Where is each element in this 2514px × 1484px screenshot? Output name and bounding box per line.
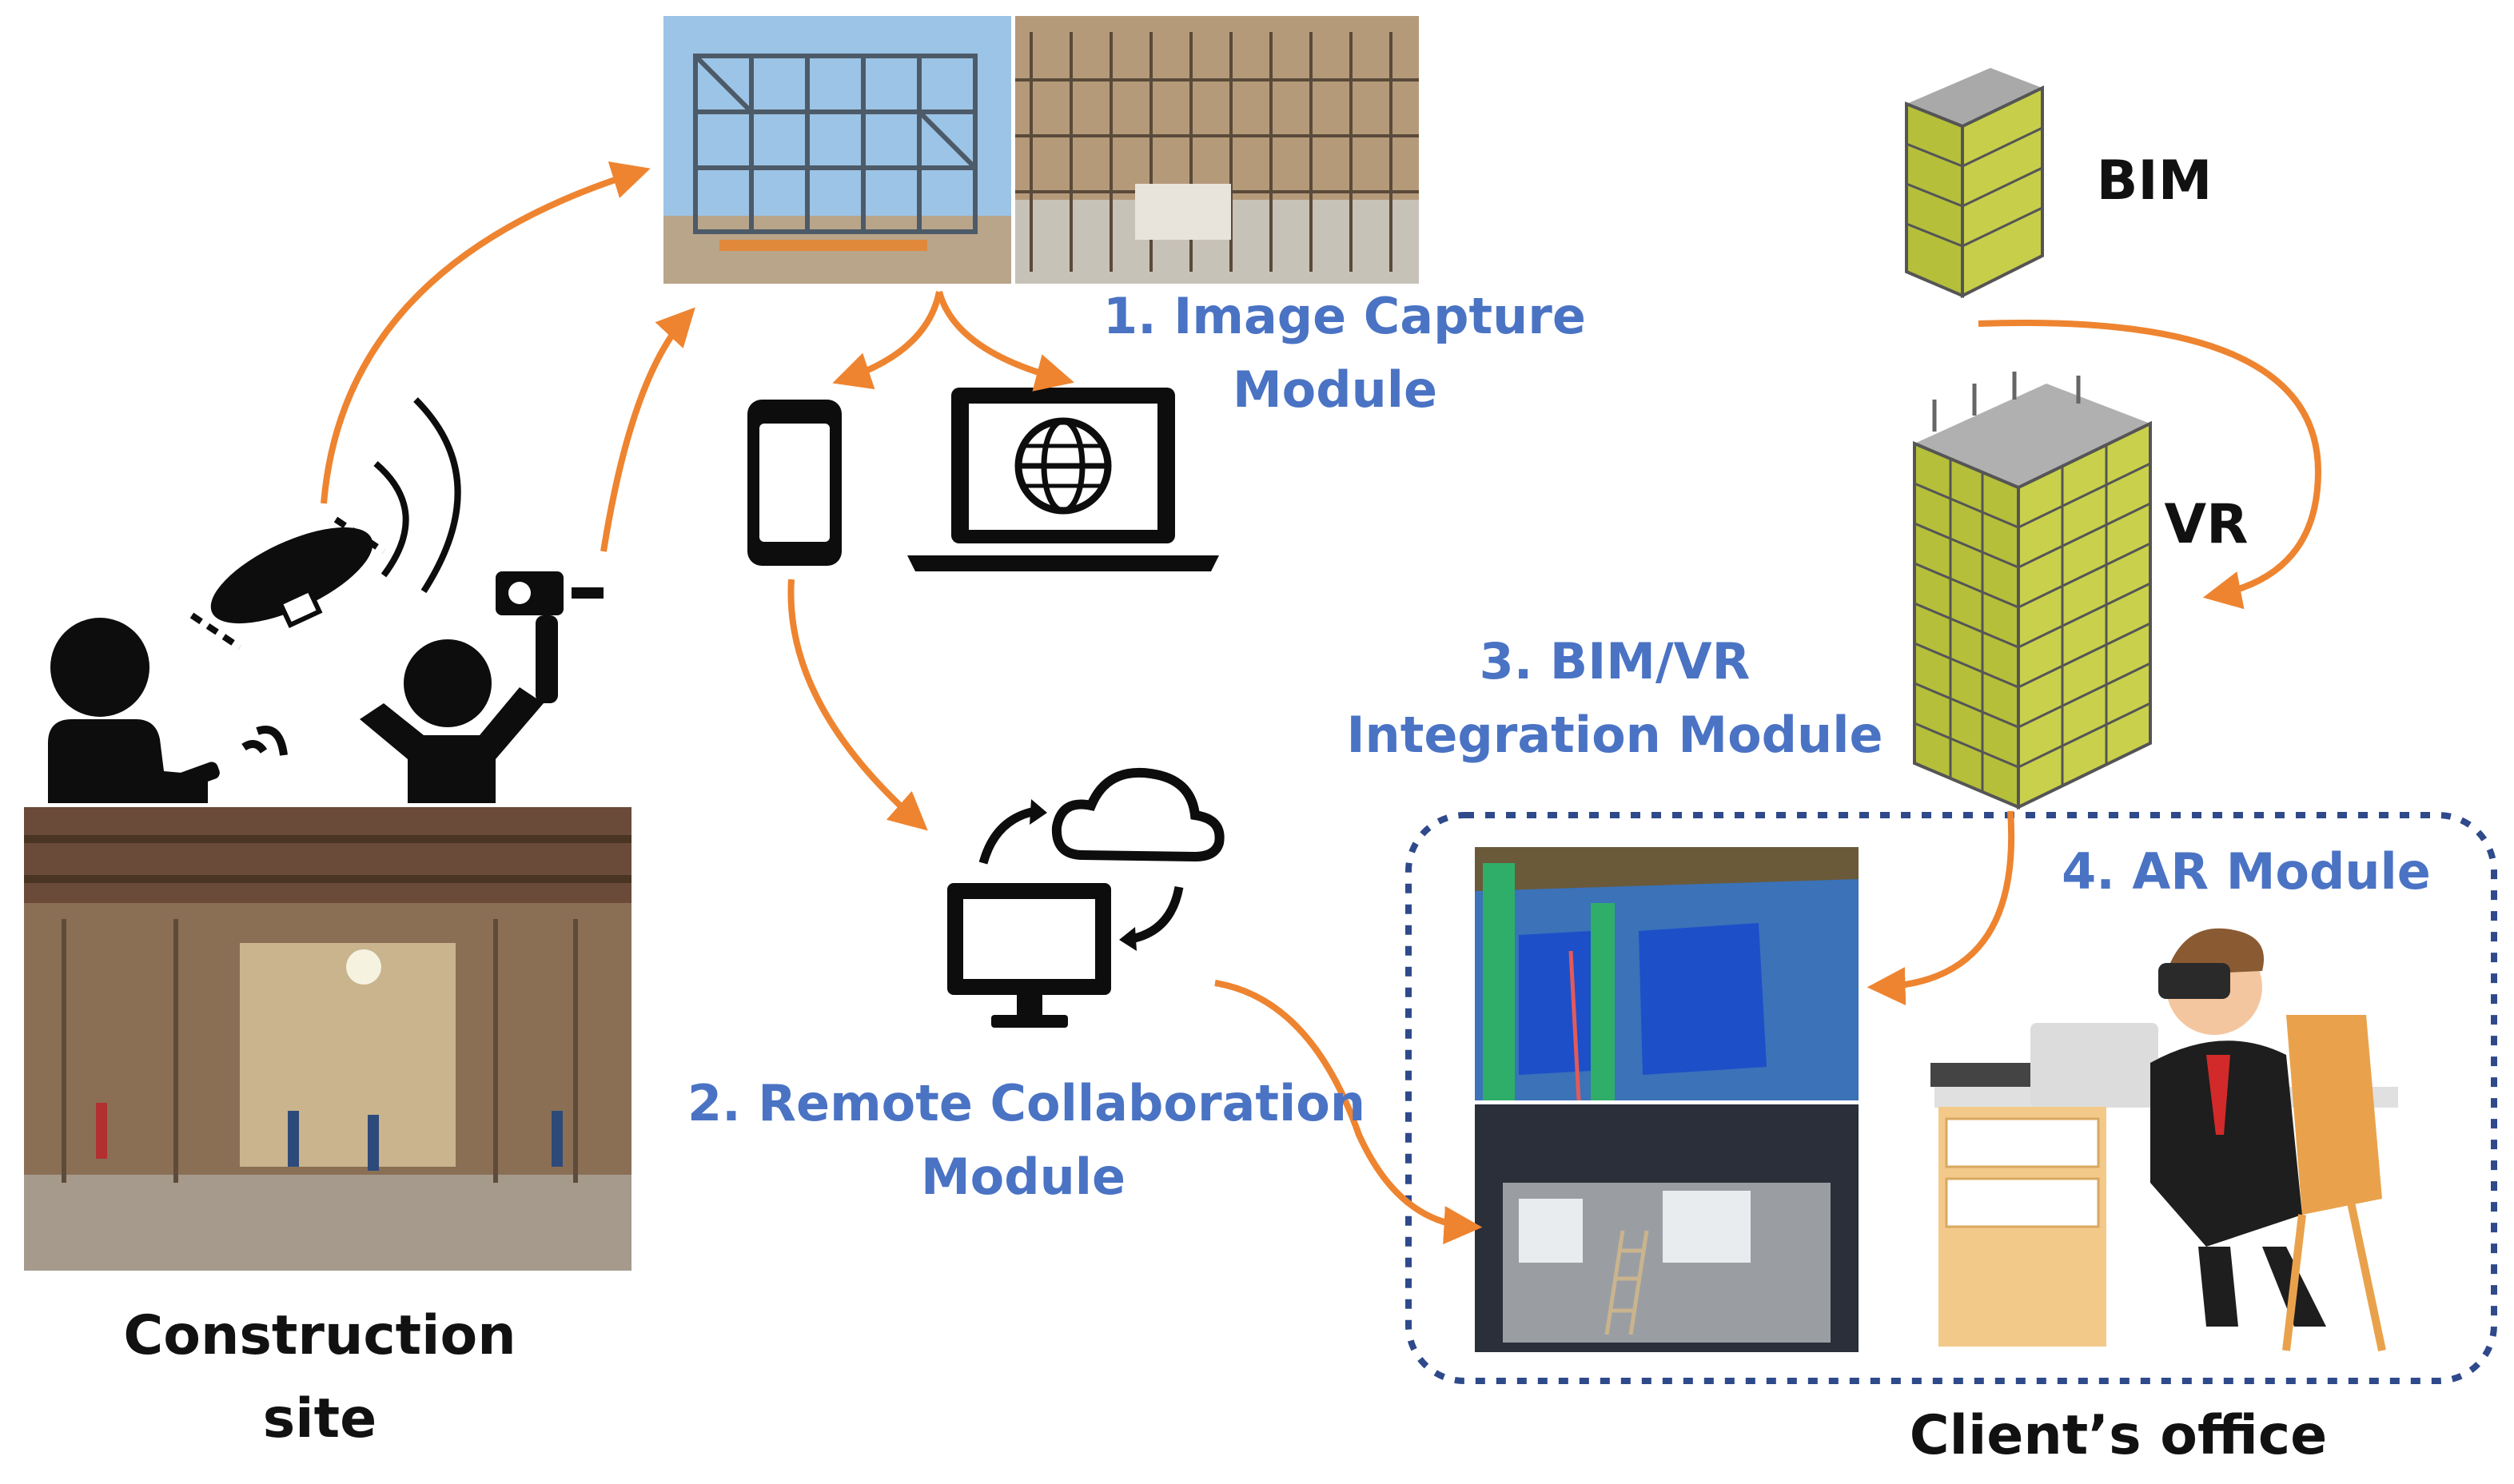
cameraman-person-icon <box>360 639 544 803</box>
arrow-cloud-to-ar <box>1214 980 1483 1245</box>
bim-vr-integration-module-label: 3. BIM/VR Integration Module <box>1343 625 1886 772</box>
arrow-photos-to-laptop <box>936 290 1074 392</box>
image-capture-label-line2: Module <box>1232 360 1438 419</box>
arrow-vr-to-ar <box>1867 810 2015 1006</box>
construction-site-photo <box>24 807 631 1271</box>
image-capture-module-label: 1. Image Capture Module <box>1103 280 1586 427</box>
clients-office-label: Client’s office <box>1909 1404 2328 1467</box>
bim-vr-label-line1: 3. BIM/VR <box>1479 632 1751 690</box>
drone-icon <box>189 516 386 650</box>
remote-collab-label-line1: 2. Remote Collaboration <box>687 1074 1365 1132</box>
vr-headset-businessman-icon <box>1930 928 2398 1352</box>
remote-collab-label-line2: Module <box>920 1148 1126 1206</box>
laptop-globe-icon <box>907 388 1219 571</box>
steel-frame-photo <box>663 16 1011 284</box>
ar-bim-view-panel <box>1475 847 1859 1101</box>
arrow-photos-to-phone <box>832 291 942 390</box>
bim-label: BIM <box>2096 149 2213 213</box>
image-capture-label-line1: 1. Image Capture <box>1103 287 1586 345</box>
bim-vr-label-line2: Integration Module <box>1346 706 1883 764</box>
remote-collab-module-label: 2. Remote Collaboration Module <box>687 1067 1365 1214</box>
operator-person-icon <box>48 618 220 803</box>
construction-site-label-line2: site <box>262 1387 377 1450</box>
rebar-photo <box>1015 16 1419 284</box>
construction-site-label: Construction site <box>64 1295 576 1461</box>
arrow-camera-to-photos <box>600 307 695 552</box>
arrow-bim-to-vr <box>1978 319 2322 610</box>
ar-module-label: 4. AR Module <box>2038 835 2454 909</box>
arrow-phone-to-cloud <box>787 579 928 831</box>
vr-label: VR <box>2164 493 2249 556</box>
arrow-drone-to-photos <box>321 161 651 504</box>
ar-module-boundary <box>1405 812 2497 1384</box>
flow-arrows <box>321 161 2322 1245</box>
vr-building-icon <box>1913 372 2152 810</box>
smartphone-icon <box>747 400 842 566</box>
ar-label-line1: 4. AR Module <box>2062 842 2431 901</box>
bim-building-icon <box>1905 68 2044 299</box>
cloud-sync-monitor-icon <box>947 767 1225 1028</box>
radio-waves-icon <box>373 397 461 594</box>
ar-site-view-panel <box>1475 1104 1859 1352</box>
remote-signal-icon <box>241 726 288 756</box>
construction-site-label-line1: Construction <box>123 1304 516 1367</box>
gimbal-camera-icon <box>496 571 604 703</box>
